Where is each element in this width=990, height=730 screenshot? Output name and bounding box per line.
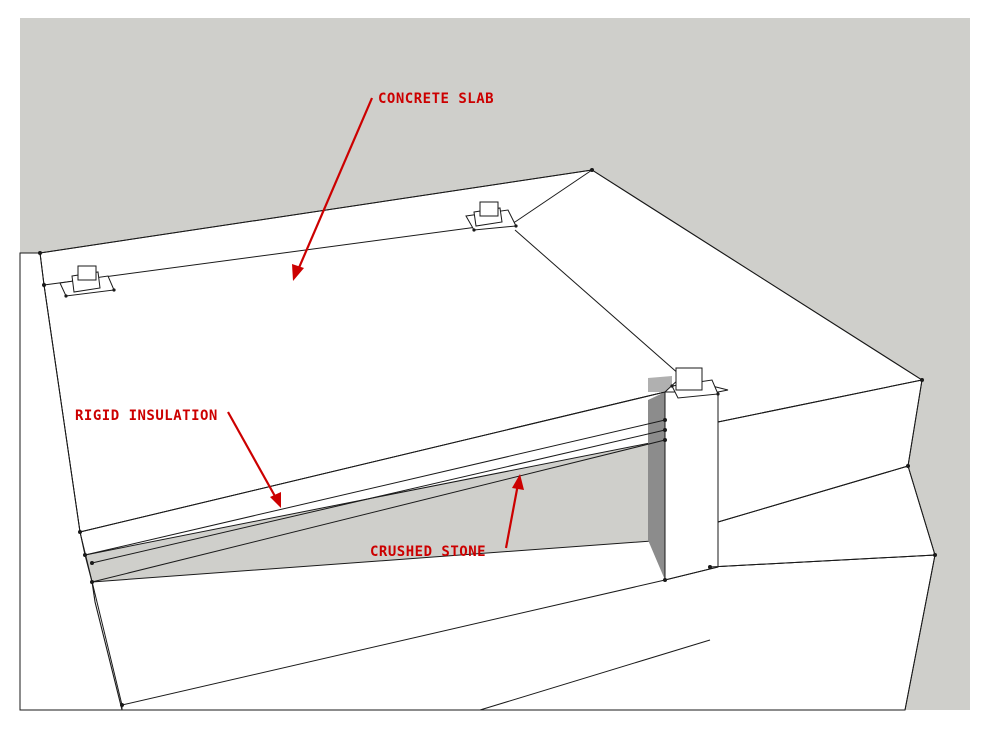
post-base-corner (670, 367, 720, 399)
arrowhead-concrete-slab (292, 264, 304, 281)
label-concrete-slab: CONCRETE SLAB (378, 91, 494, 107)
callout-rigid-insulation: RIGID INSULATION (75, 408, 281, 508)
post-base-left (59, 265, 116, 298)
arrowhead-rigid-insulation (270, 492, 281, 508)
post-base-middle (465, 201, 518, 232)
vertex-dots (38, 168, 937, 707)
arrow-crushed-stone (504, 483, 520, 549)
callout-concrete-slab: CONCRETE SLAB (292, 91, 494, 281)
arrowhead-crushed-stone (512, 474, 524, 490)
callout-crushed-stone: CRUSHED STONE (370, 474, 524, 560)
label-crushed-stone: CRUSHED STONE (370, 544, 486, 560)
column-shadow (648, 392, 665, 580)
arrow-concrete-slab (296, 97, 374, 271)
column-top-shadow (648, 376, 672, 392)
model-edges (39, 169, 936, 711)
column-front-face (664, 391, 719, 581)
arrow-rigid-insulation (227, 411, 277, 499)
label-rigid-insulation: RIGID INSULATION (75, 408, 218, 424)
